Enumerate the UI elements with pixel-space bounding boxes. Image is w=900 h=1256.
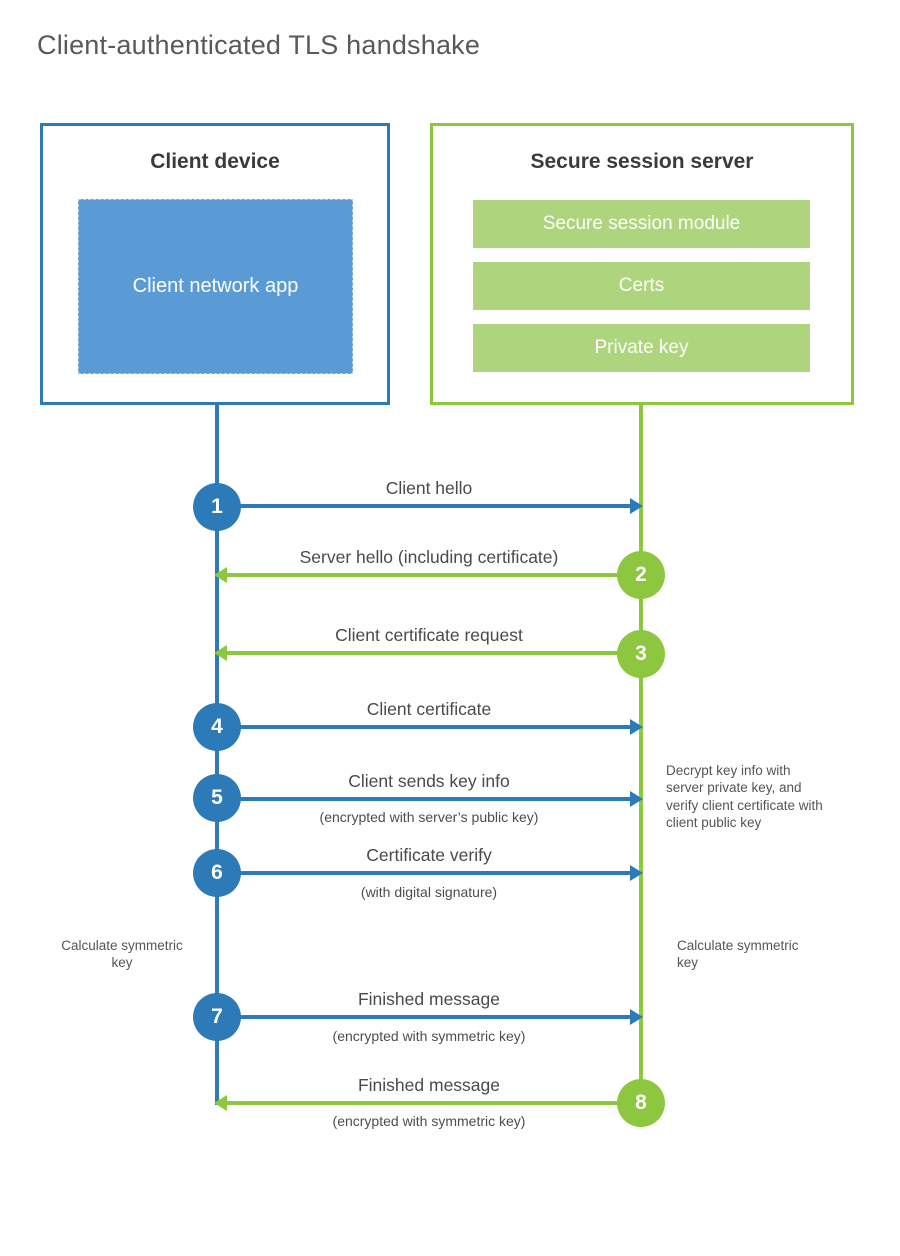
client-lifeline [215, 404, 219, 1105]
arrowhead-right-icon [630, 791, 643, 807]
step-circle: 3 [617, 630, 665, 678]
message-sublabel: (with digital signature) [360, 884, 498, 900]
message-label: Finished message [357, 1075, 501, 1095]
arrowhead-left-icon [214, 567, 227, 583]
arrow-line-left [227, 651, 641, 655]
arrowhead-left-icon [214, 1095, 227, 1111]
arrow-line-right [217, 797, 631, 801]
server-certs-bar: Certs [473, 262, 810, 310]
message-label: Server hello (including certificate) [299, 547, 559, 567]
page-title: Client-authenticated TLS handshake [37, 30, 481, 60]
step-circle: 1 [193, 483, 241, 531]
step-circle: 4 [193, 703, 241, 751]
server-private-key-bar: Private key [473, 324, 810, 372]
arrowhead-right-icon [630, 719, 643, 735]
calculate-symmetric-key-note-right: Calculate symmetric key [677, 938, 799, 971]
arrowhead-right-icon [630, 1009, 643, 1025]
arrow-line-left [227, 1101, 641, 1105]
step-circle: 8 [617, 1079, 665, 1127]
message-label: Client sends key info [348, 771, 510, 791]
server-box-title: Secure session server [530, 150, 754, 173]
message-sublabel: (encrypted with server’s public key) [319, 809, 539, 825]
arrow-line-left [227, 573, 641, 577]
arrow-line-right [217, 504, 631, 508]
step-circle: 6 [193, 849, 241, 897]
server-module-bar: Secure session module [473, 200, 810, 248]
step-circle: 5 [193, 774, 241, 822]
arrowhead-left-icon [214, 645, 227, 661]
message-sublabel: (encrypted with symmetric key) [332, 1113, 526, 1129]
client-device-box: Client device Client network app [40, 123, 390, 405]
message-sublabel: (encrypted with symmetric key) [332, 1028, 526, 1044]
decrypt-note: Decrypt key info with server private key… [666, 763, 823, 830]
client-device-title: Client device [150, 150, 280, 173]
arrowhead-right-icon [630, 498, 643, 514]
message-label: Client certificate [366, 699, 492, 719]
arrow-line-right [217, 1015, 631, 1019]
message-label: Client hello [385, 478, 473, 498]
arrowhead-right-icon [630, 865, 643, 881]
message-label: Finished message [357, 989, 501, 1009]
message-label: Client certificate request [335, 625, 523, 645]
client-network-app-label: Client network app [132, 275, 299, 297]
message-label: Certificate verify [366, 845, 492, 865]
step-circle: 2 [617, 551, 665, 599]
arrow-line-right [217, 871, 631, 875]
client-network-app-box: Client network app [78, 199, 353, 374]
secure-session-server-box: Secure session server Secure session mod… [430, 123, 854, 405]
arrow-line-right [217, 725, 631, 729]
step-circle: 7 [193, 993, 241, 1041]
calculate-symmetric-key-note-left: Calculate symmetric key [61, 938, 183, 971]
server-lifeline [639, 404, 643, 1105]
